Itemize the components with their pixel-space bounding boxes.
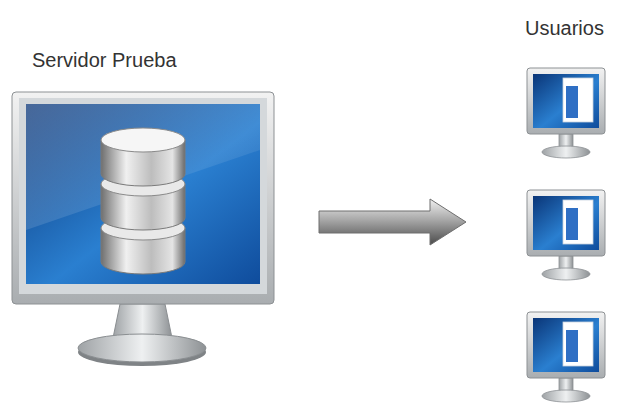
node-heading: Usuarios (525, 16, 604, 40)
user-monitor (527, 190, 605, 280)
users-group: Usuarios (470, 16, 630, 404)
flow-arrow (319, 199, 466, 245)
user-monitor (527, 312, 605, 402)
server-node: Servidor Prueba (30, 48, 315, 370)
database-icon (101, 128, 185, 274)
node-heading: Servidor Prueba (32, 48, 177, 72)
server-monitor (12, 92, 274, 366)
user-monitor (527, 68, 605, 158)
